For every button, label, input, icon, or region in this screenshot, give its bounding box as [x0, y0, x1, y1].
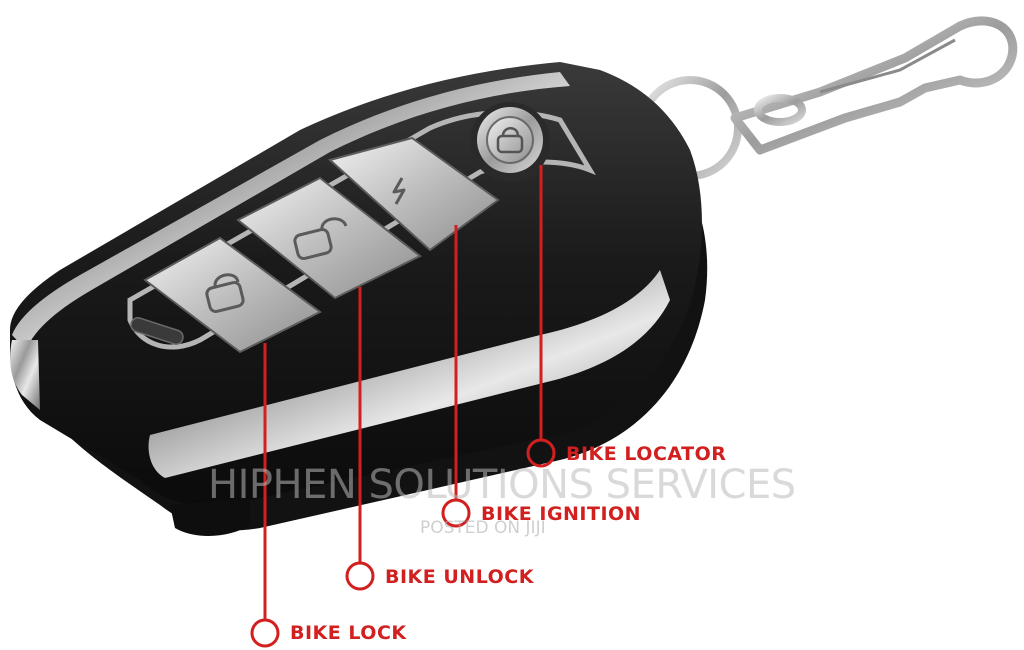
callout-label-bike-locator: BIKE LOCATOR	[566, 443, 727, 465]
callout-lines	[250, 165, 556, 648]
keyring	[638, 16, 1018, 180]
lightning-icon	[392, 177, 406, 205]
watermark-subtext: POSTED ON JIJI	[420, 518, 546, 538]
ignition-button[interactable]	[327, 136, 500, 252]
unlock-button[interactable]	[236, 176, 422, 300]
lock-button[interactable]	[143, 236, 322, 354]
watermark-text: HIPHEN SOLUTIONS SERVICES	[208, 462, 796, 508]
callout-label-bike-ignition: BIKE IGNITION	[481, 503, 642, 525]
padlock-icon	[496, 127, 524, 154]
padlock-open-icon	[293, 217, 348, 260]
callout-label-bike-unlock: BIKE UNLOCK	[385, 566, 534, 588]
locator-button[interactable]	[470, 102, 550, 182]
callout-label-bike-lock: BIKE LOCK	[290, 622, 407, 644]
padlock-closed-icon	[205, 273, 245, 313]
